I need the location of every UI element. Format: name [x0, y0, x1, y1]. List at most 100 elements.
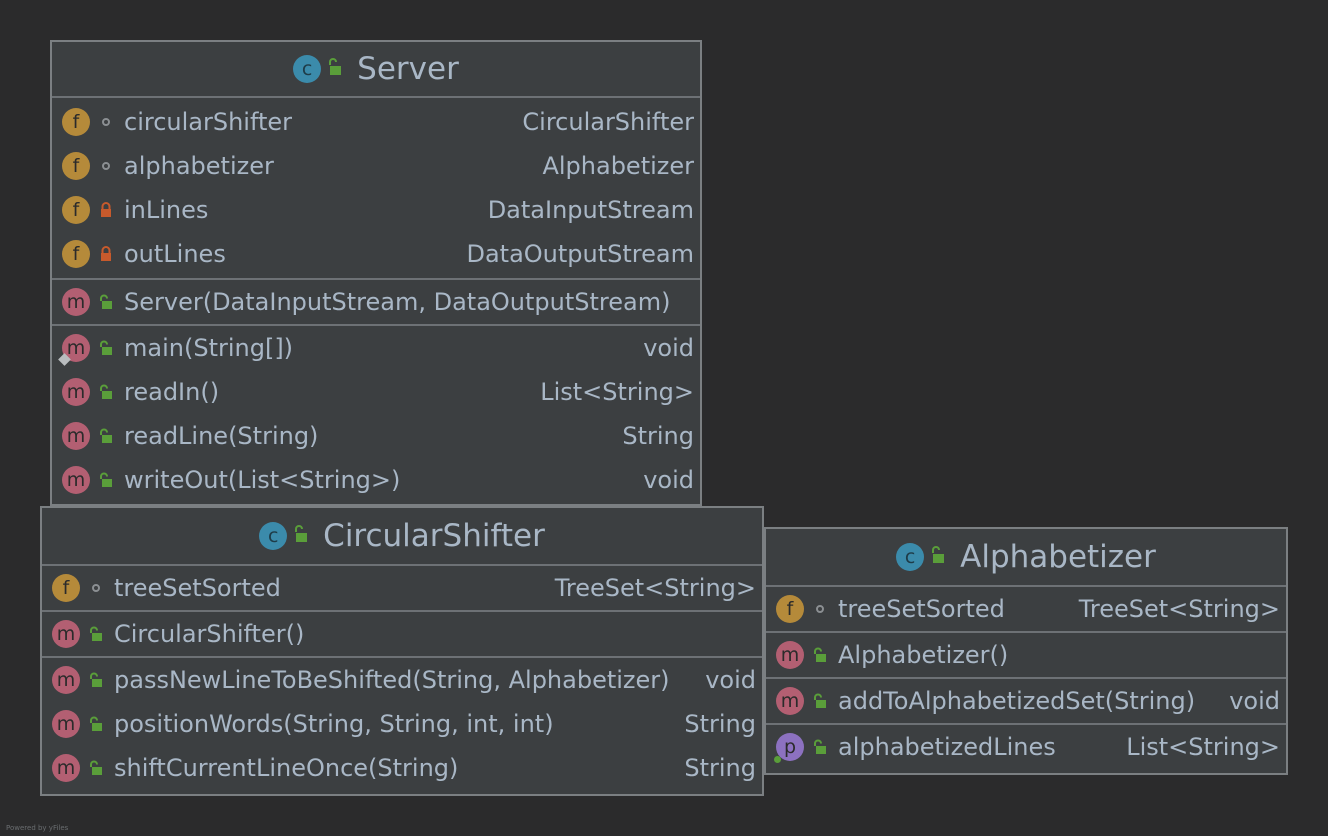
method-name: positionWords(String, String, int, int) — [114, 710, 554, 738]
class-header: c Server — [52, 42, 700, 98]
constructors-section: m Alphabetizer() — [766, 633, 1286, 679]
properties-section: p alphabetizedLines List<String> — [766, 725, 1286, 769]
method-row[interactable]: m readLine(String) String — [52, 414, 700, 458]
unlocked-icon — [99, 378, 113, 406]
method-name: readLine(String) — [124, 422, 319, 450]
method-icon: m — [62, 466, 90, 494]
method-type: String — [622, 422, 694, 450]
method-type: String — [684, 754, 756, 782]
dot-icon — [92, 584, 100, 592]
unlocked-icon — [99, 334, 113, 362]
unlocked-icon — [99, 466, 113, 494]
method-type: void — [643, 334, 694, 362]
unlocked-icon — [99, 422, 113, 450]
unlocked-icon — [327, 58, 343, 80]
method-row[interactable]: m shiftCurrentLineOnce(String) String — [42, 746, 762, 790]
method-type: List<String> — [540, 378, 694, 406]
field-name: treeSetSorted — [838, 595, 1005, 623]
field-type: DataOutputStream — [466, 240, 694, 268]
field-row[interactable]: f circularShifter CircularShifter — [52, 100, 700, 144]
footer-watermark: Powered by yFiles — [6, 824, 69, 832]
dot-icon — [102, 162, 110, 170]
field-row[interactable]: f inLines DataInputStream — [52, 188, 700, 232]
method-icon: m — [776, 641, 804, 669]
method-row[interactable]: m addToAlphabetizedSet(String) void — [766, 679, 1286, 723]
class-name: CircularShifter — [323, 518, 545, 554]
class-alphabetizer[interactable]: c Alphabetizer f treeSetSorted TreeSet<S… — [764, 527, 1288, 775]
dot-icon — [102, 118, 110, 126]
unlocked-icon — [930, 546, 946, 568]
method-row[interactable]: m writeOut(List<String>) void — [52, 458, 700, 502]
field-name: treeSetSorted — [114, 574, 281, 602]
method-row[interactable]: m passNewLineToBeShifted(String, Alphabe… — [42, 658, 762, 702]
method-icon: m — [52, 620, 80, 648]
field-name: outLines — [124, 240, 226, 268]
property-name: alphabetizedLines — [838, 733, 1056, 761]
method-icon: m — [62, 378, 90, 406]
method-name: passNewLineToBeShifted(String, Alphabeti… — [114, 666, 670, 694]
constructor-row[interactable]: m CircularShifter() — [42, 612, 762, 656]
field-row[interactable]: f outLines DataOutputStream — [52, 232, 700, 276]
method-name: writeOut(List<String>) — [124, 466, 401, 494]
fields-section: f treeSetSorted TreeSet<String> — [766, 587, 1286, 633]
lock-icon — [99, 196, 113, 224]
class-icon: c — [259, 522, 288, 550]
constructor-name: Alphabetizer() — [838, 641, 1009, 669]
field-type: Alphabetizer — [542, 152, 694, 180]
field-type: DataInputStream — [487, 196, 694, 224]
field-row[interactable]: f treeSetSorted TreeSet<String> — [766, 587, 1286, 631]
method-type: void — [643, 466, 694, 494]
method-icon: m — [62, 288, 90, 316]
methods-section: m addToAlphabetizedSet(String) void — [766, 679, 1286, 725]
method-icon: m — [776, 687, 804, 715]
unlocked-icon — [89, 666, 103, 694]
class-circular-shifter[interactable]: c CircularShifter f treeSetSorted TreeSe… — [40, 506, 764, 796]
constructor-row[interactable]: m Alphabetizer() — [766, 633, 1286, 677]
constructor-name: Server(DataInputStream, DataOutputStream… — [124, 288, 671, 316]
getter-icon — [774, 756, 781, 763]
property-icon: p — [776, 733, 804, 761]
class-header: c Alphabetizer — [766, 529, 1286, 587]
method-type: String — [684, 710, 756, 738]
field-row[interactable]: f alphabetizer Alphabetizer — [52, 144, 700, 188]
method-row[interactable]: m positionWords(String, String, int, int… — [42, 702, 762, 746]
field-name: circularShifter — [124, 108, 293, 136]
method-icon: m — [62, 422, 90, 450]
field-icon: f — [62, 240, 90, 268]
field-name: alphabetizer — [124, 152, 274, 180]
constructors-section: m CircularShifter() — [42, 612, 762, 658]
method-name: addToAlphabetizedSet(String) — [838, 687, 1196, 715]
field-type: TreeSet<String> — [554, 574, 756, 602]
unlocked-icon — [293, 525, 309, 547]
property-type: List<String> — [1126, 733, 1280, 761]
method-name: shiftCurrentLineOnce(String) — [114, 754, 459, 782]
class-name: Alphabetizer — [960, 539, 1156, 575]
property-row[interactable]: p alphabetizedLines List<String> — [766, 725, 1286, 769]
field-icon: f — [62, 108, 90, 136]
class-icon: c — [293, 55, 322, 83]
field-type: CircularShifter — [522, 108, 694, 136]
field-icon: f — [776, 595, 804, 623]
methods-section: m passNewLineToBeShifted(String, Alphabe… — [42, 658, 762, 790]
class-server[interactable]: c Server f circularShifter CircularShift… — [50, 40, 702, 506]
field-icon: f — [52, 574, 80, 602]
unlocked-icon — [813, 687, 827, 715]
methods-section: m main(String[]) void m readIn() List<St… — [52, 326, 700, 502]
lock-icon — [99, 240, 113, 268]
method-row[interactable]: m main(String[]) void — [52, 326, 700, 370]
method-icon: m — [52, 754, 80, 782]
field-row[interactable]: f treeSetSorted TreeSet<String> — [42, 566, 762, 610]
unlocked-icon — [813, 641, 827, 669]
class-header: c CircularShifter — [42, 508, 762, 566]
class-name: Server — [357, 51, 459, 87]
field-name: inLines — [124, 196, 209, 224]
field-icon: f — [62, 152, 90, 180]
fields-section: f treeSetSorted TreeSet<String> — [42, 566, 762, 612]
method-name: main(String[]) — [124, 334, 294, 362]
constructor-name: CircularShifter() — [114, 620, 305, 648]
method-name: readIn() — [124, 378, 220, 406]
constructor-row[interactable]: m Server(DataInputStream, DataOutputStre… — [52, 280, 700, 324]
class-icon: c — [896, 543, 925, 571]
method-icon: m — [52, 666, 80, 694]
method-row[interactable]: m readIn() List<String> — [52, 370, 700, 414]
